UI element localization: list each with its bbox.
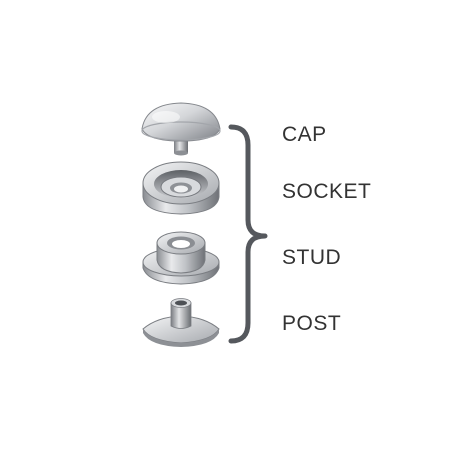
snap-stud-icon — [142, 231, 220, 285]
snap-post-icon — [142, 298, 220, 347]
curly-brace-icon — [228, 124, 268, 344]
socket-label: SOCKET — [282, 180, 372, 203]
stud-label: STUD — [282, 246, 342, 269]
snap-socket-icon — [142, 161, 220, 215]
snap-cap-icon — [141, 102, 221, 156]
cap-label: CAP — [282, 123, 327, 146]
post-label: POST — [282, 312, 342, 335]
